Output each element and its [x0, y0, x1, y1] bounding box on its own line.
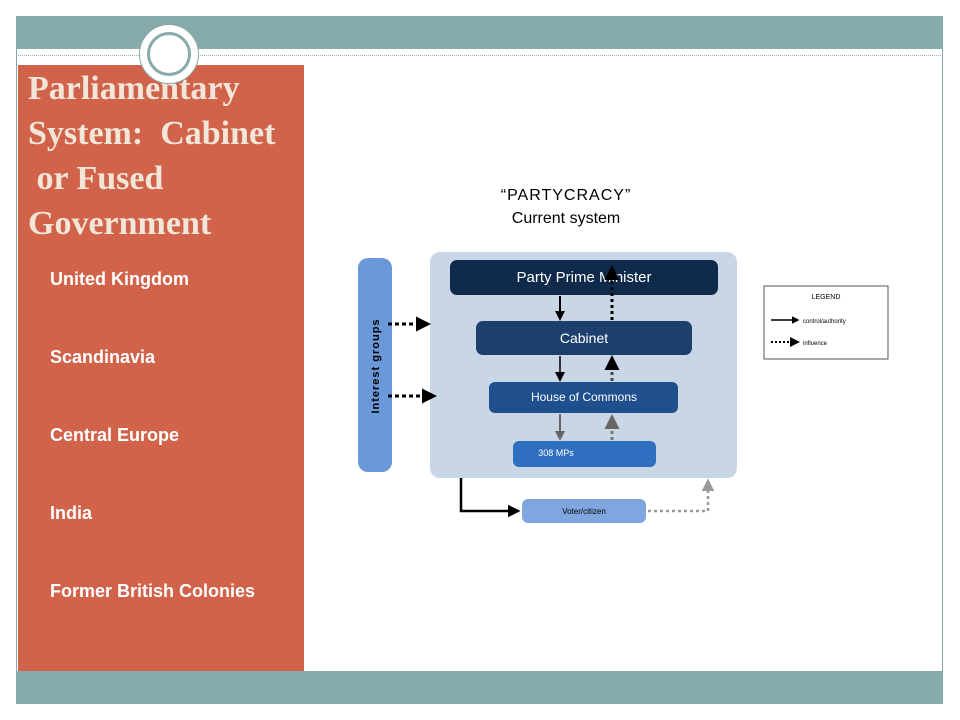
cabinet-box [476, 321, 692, 355]
legend-box [763, 285, 889, 360]
decorative-circle-inner [147, 32, 191, 76]
mps-label: 308 MPs [538, 448, 574, 458]
legend-influence-label: influence [803, 341, 828, 347]
interest-groups-bar [358, 258, 392, 472]
pm-to-voter-arrow [459, 478, 521, 518]
legend-control-label: control/authority [803, 319, 846, 325]
dotted-divider [16, 55, 943, 56]
cabinet-label: Cabinet [560, 330, 608, 346]
house-of-commons-label: House of Commons [531, 390, 637, 404]
country-item: Central Europe [50, 425, 180, 445]
house-of-commons-box [489, 382, 678, 413]
title-line-3: or Fused [28, 160, 164, 197]
interest-groups-label: Interest groups [370, 318, 382, 413]
diagram-subheading: Current system [512, 210, 620, 227]
slide-title: Parliamentary System: Cabinet or Fused G… [28, 66, 298, 246]
voter-box [522, 499, 646, 523]
government-container [430, 252, 737, 478]
legend-title: LEGEND [812, 294, 841, 301]
prime-minister-label: Party Prime Minister [516, 269, 651, 286]
mps-box [513, 441, 656, 467]
title-line-1: Parliamentary [28, 70, 240, 107]
voter-label: Voter/citizen [562, 507, 606, 516]
left-panel [18, 65, 304, 671]
title-line-4: Government [28, 205, 212, 242]
country-item: United Kingdom [50, 269, 189, 289]
country-item: Former British Colonies [50, 581, 256, 601]
bottom-band [16, 671, 943, 704]
diagram-heading: “PARTYCRACY” [501, 187, 632, 204]
country-item: India [50, 503, 93, 523]
title-line-2: System: Cabinet [28, 115, 276, 152]
voter-to-mps-influence [648, 478, 715, 513]
country-item: Scandinavia [50, 347, 156, 367]
prime-minister-box [450, 260, 718, 295]
